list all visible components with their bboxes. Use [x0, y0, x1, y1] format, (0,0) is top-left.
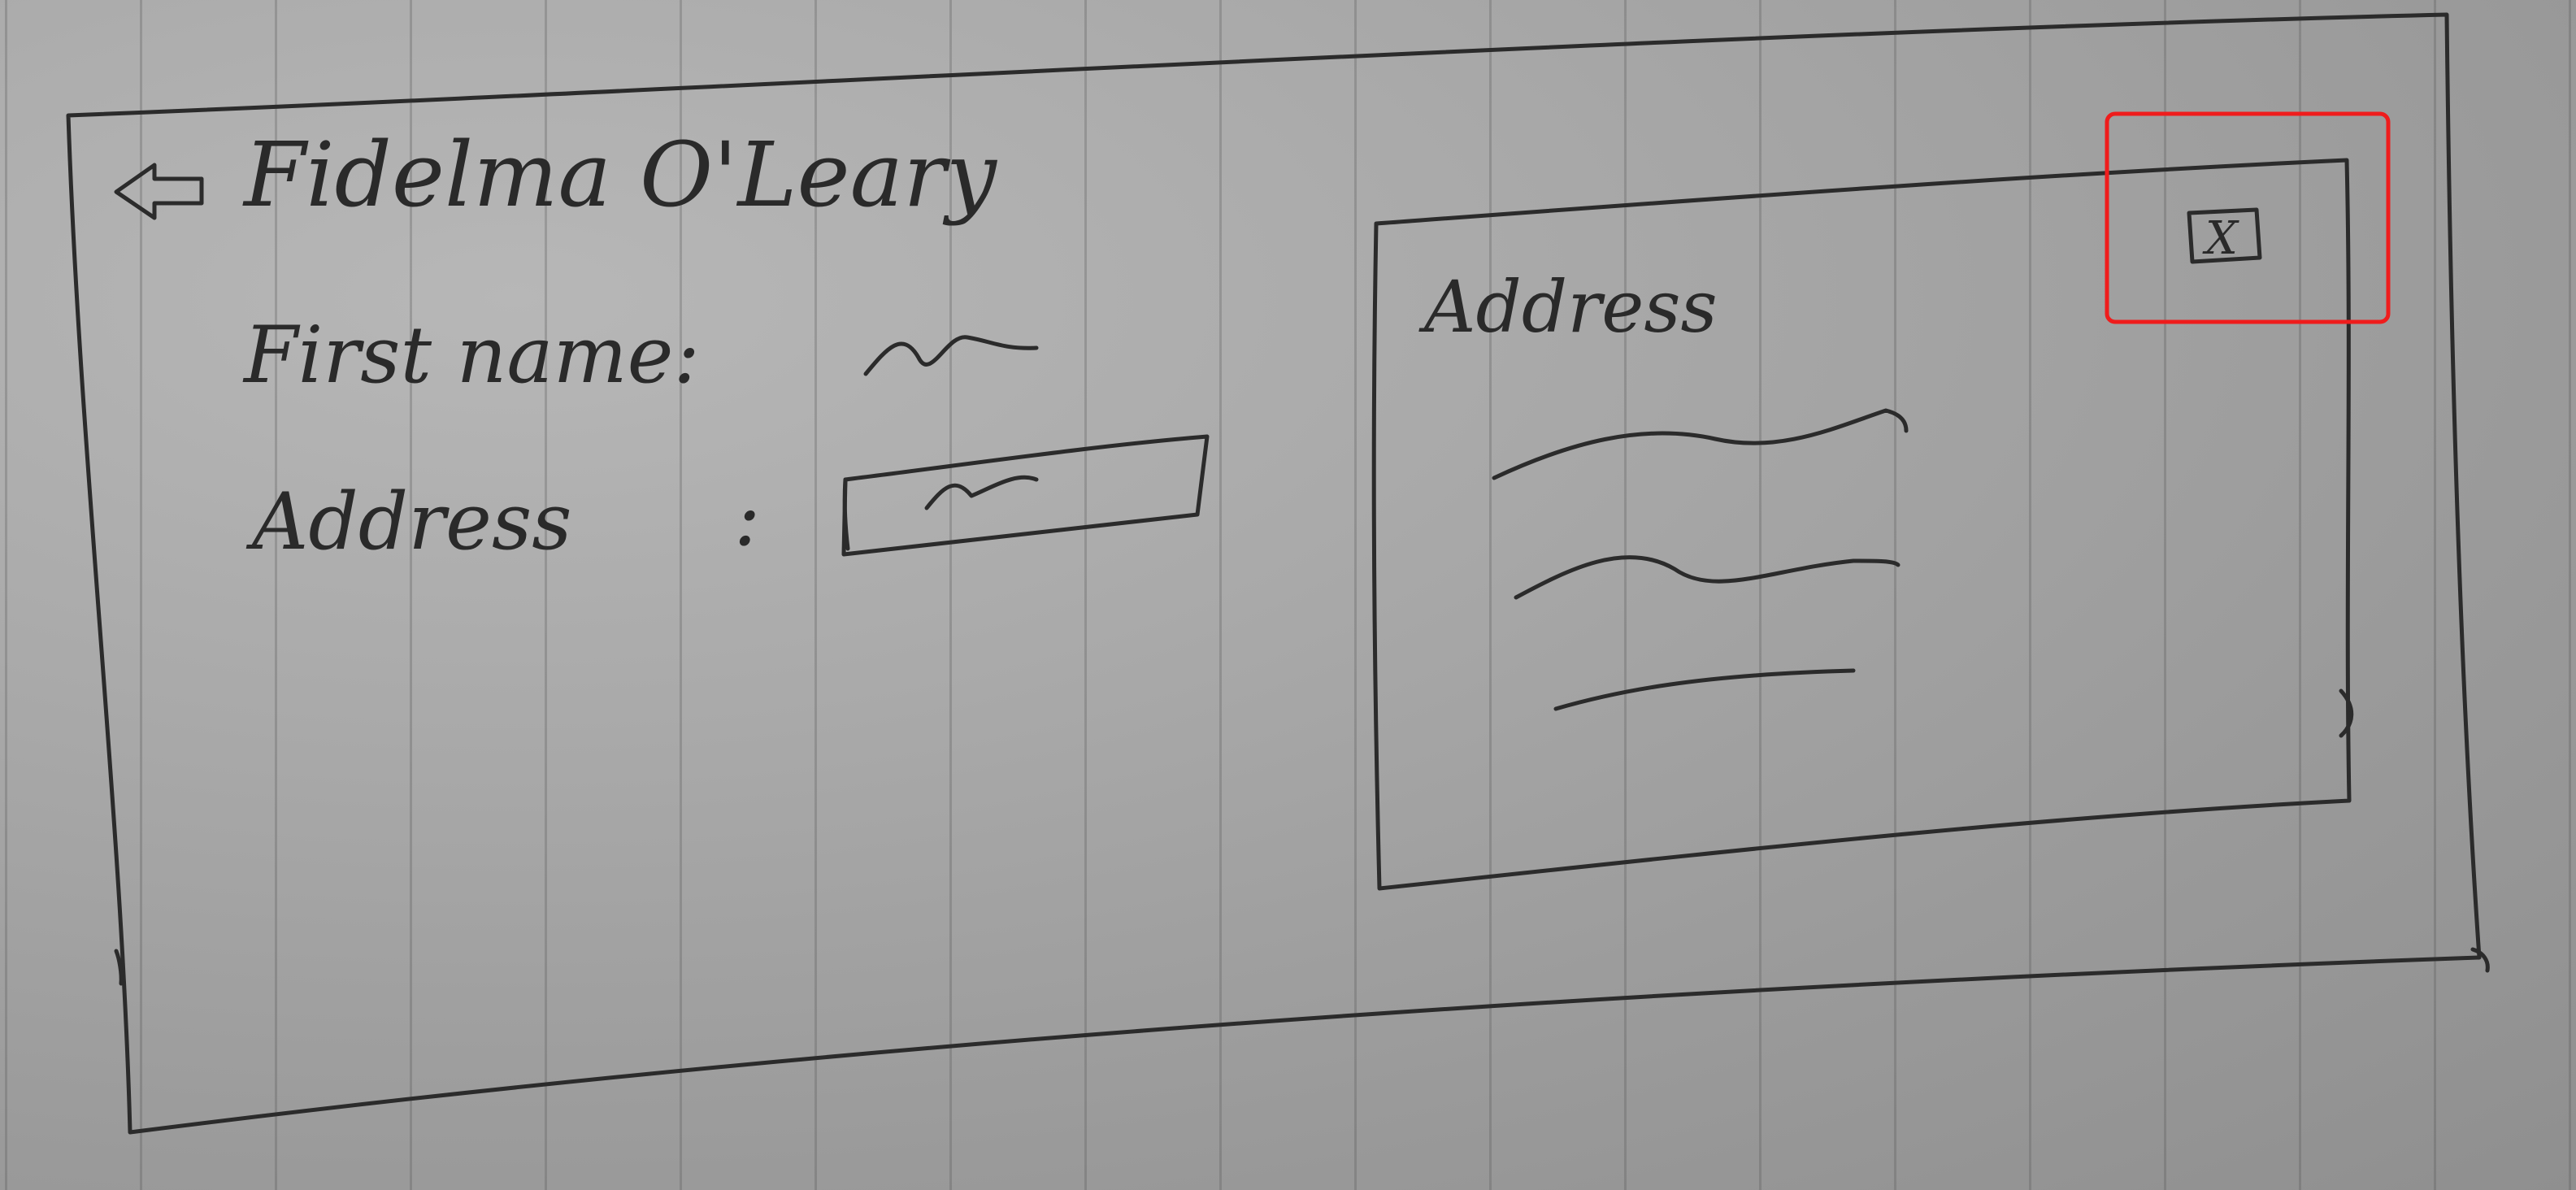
contact-form: First name: Address :: [242, 310, 1210, 567]
address-panel: Address X: [1371, 158, 2354, 891]
address-line-1: [1492, 408, 1909, 480]
address-field[interactable]: [841, 434, 1210, 557]
first-name-label: First name:: [242, 310, 700, 401]
app-window-frame: [66, 12, 2490, 1135]
address-line-3: [1553, 668, 1856, 711]
page-title: Fidelma O'Leary: [242, 123, 998, 227]
address-colon: :: [734, 472, 760, 563]
address-panel-title: Address: [1418, 265, 1718, 349]
address-line-2: [1514, 555, 1901, 600]
address-label: Address: [245, 476, 571, 567]
close-button[interactable]: X: [2187, 207, 2262, 265]
highlight-box: [2105, 111, 2391, 324]
address-field-value-scribble: [924, 475, 1039, 510]
back-arrow-icon[interactable]: [114, 163, 204, 220]
first-name-value-scribble: [863, 335, 1039, 376]
close-icon[interactable]: X: [2202, 212, 2239, 265]
